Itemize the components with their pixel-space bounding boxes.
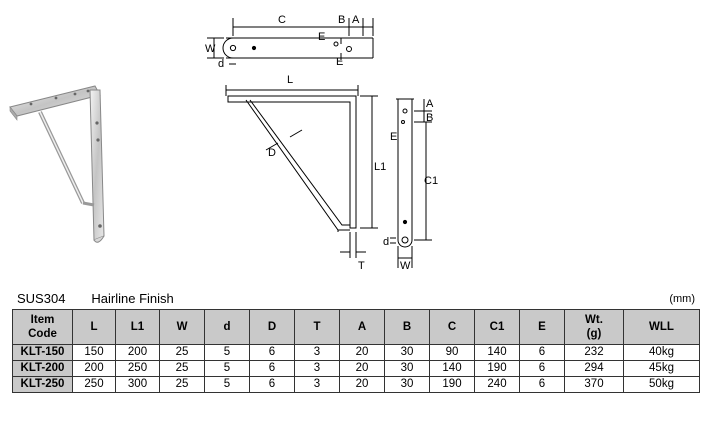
cell-d: 5 [204, 360, 250, 377]
dim-label-E-upper: E [318, 31, 325, 43]
side-view [225, 85, 378, 258]
cell-C: 140 [429, 360, 475, 377]
cell-T: 3 [294, 360, 340, 377]
cell-Wt: 294 [564, 360, 624, 377]
column-header-WLL: WLL [623, 309, 700, 345]
dim-label-D: D [268, 147, 276, 159]
column-header-D: D [249, 309, 295, 345]
dim-label-L: L [287, 74, 293, 86]
dim-label-d: d [218, 58, 224, 70]
cell-WLL: 50kg [623, 376, 700, 393]
cell-B: 30 [384, 376, 430, 393]
cell-B: 30 [384, 344, 430, 361]
column-header-W: W [159, 309, 205, 345]
end-view [390, 98, 432, 268]
dim-label-L1: L1 [374, 161, 386, 173]
cell-L: 200 [72, 360, 116, 377]
cell-L: 250 [72, 376, 116, 393]
cell-C1: 140 [474, 344, 520, 361]
end-view-labels: A B E C1 d W [383, 98, 438, 272]
cell-B: 30 [384, 360, 430, 377]
item-code-cell: KLT-150 [12, 344, 73, 361]
cell-L: 150 [72, 344, 116, 361]
cell-L1: 200 [115, 344, 160, 361]
column-header-Wt: Wt. (g) [564, 309, 624, 345]
cell-D: 6 [249, 360, 295, 377]
cell-E: 6 [519, 360, 565, 377]
cell-L1: 300 [115, 376, 160, 393]
spec-heading: SUS304 Hairline Finish [17, 291, 174, 306]
cell-A: 20 [339, 360, 385, 377]
top-view-labels: C B A W E E d [205, 14, 360, 70]
cell-A: 20 [339, 376, 385, 393]
item-code-cell: KLT-250 [12, 376, 73, 393]
column-header-E: E [519, 309, 565, 345]
dim-label-end-A: A [426, 98, 434, 110]
column-header-B: B [384, 309, 430, 345]
cell-W: 25 [159, 360, 205, 377]
column-header-code: Item Code [12, 309, 73, 345]
cell-W: 25 [159, 376, 205, 393]
cell-L1: 250 [115, 360, 160, 377]
cell-A: 20 [339, 344, 385, 361]
cell-C: 190 [429, 376, 475, 393]
cell-E: 6 [519, 376, 565, 393]
cell-Wt: 370 [564, 376, 624, 393]
cell-T: 3 [294, 344, 340, 361]
product-photo [9, 85, 105, 243]
column-header-L: L [72, 309, 116, 345]
cell-WLL: 45kg [623, 360, 700, 377]
cell-W: 25 [159, 344, 205, 361]
dim-label-end-W: W [400, 260, 411, 272]
dim-label-W: W [205, 43, 216, 55]
dim-label-C: C [278, 14, 286, 26]
dim-label-end-d: d [383, 236, 389, 248]
dim-label-end-E: E [390, 131, 397, 143]
column-header-C1: C1 [474, 309, 520, 345]
unit-label: (mm) [669, 293, 695, 305]
dim-label-B: B [338, 14, 345, 26]
cell-d: 5 [204, 376, 250, 393]
dim-label-E-lower: E [336, 56, 343, 68]
dim-label-T: T [358, 260, 365, 272]
material-label: SUS304 [17, 291, 66, 306]
dim-label-C1: C1 [424, 175, 438, 187]
column-header-C: C [429, 309, 475, 345]
cell-WLL: 40kg [623, 344, 700, 361]
cell-Wt: 232 [564, 344, 624, 361]
top-view [207, 18, 374, 65]
column-header-T: T [294, 309, 340, 345]
technical-drawing: C B A W E E d L D L1 T [9, 14, 438, 272]
cell-C1: 190 [474, 360, 520, 377]
column-header-A: A [339, 309, 385, 345]
column-header-L1: L1 [115, 309, 160, 345]
cell-D: 6 [249, 344, 295, 361]
side-view-labels: L D L1 T [268, 74, 386, 272]
cell-C1: 240 [474, 376, 520, 393]
dim-label-A: A [352, 14, 360, 26]
finish-label: Hairline Finish [91, 291, 174, 306]
column-header-d: d [204, 309, 250, 345]
cell-T: 3 [294, 376, 340, 393]
dim-label-end-B: B [426, 112, 433, 124]
cell-C: 90 [429, 344, 475, 361]
cell-E: 6 [519, 344, 565, 361]
cell-d: 5 [204, 344, 250, 361]
cell-D: 6 [249, 376, 295, 393]
item-code-cell: KLT-200 [12, 360, 73, 377]
